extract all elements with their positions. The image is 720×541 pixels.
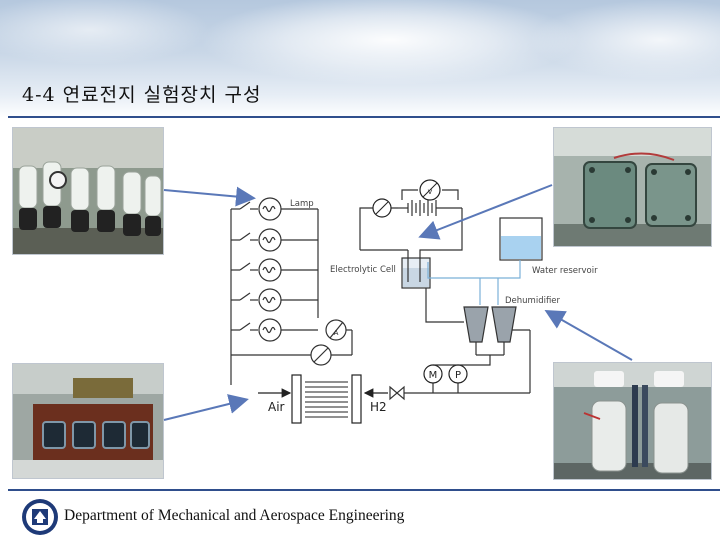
slide-title: 4-4 연료전지 실험장치 구성 — [22, 84, 262, 106]
label-water-reservoir: Water reservoir — [532, 266, 598, 276]
label-h2: H2 — [370, 400, 387, 414]
water-reservoir — [499, 217, 543, 261]
meter-m-label: M — [429, 370, 438, 381]
arrow-load-board — [163, 394, 249, 421]
ammeter-label: A — [334, 329, 339, 337]
university-seal-icon — [20, 497, 60, 537]
hydrogen-line — [389, 329, 531, 401]
lamp-row — [231, 197, 318, 221]
label-electrolytic-cell: Electrolytic Cell — [330, 265, 396, 275]
arrow-fuel-cell — [418, 184, 553, 240]
lamp-bank — [230, 197, 353, 356]
voltmeter-label: V — [428, 188, 433, 196]
arrow-lamps — [163, 186, 256, 207]
voltmeter-load — [230, 344, 332, 385]
electrolysis-circuit — [359, 189, 463, 262]
arrow-electrolysis — [544, 310, 633, 361]
label-air: Air — [268, 400, 285, 414]
photo-fuel-cell-stacks — [553, 127, 712, 247]
footer-department: Department of Mechanical and Aerospace E… — [64, 507, 405, 524]
label-lamp: Lamp — [290, 199, 314, 209]
fuel-cell-stack — [291, 374, 362, 424]
photo-lamp-array — [12, 127, 164, 255]
header-background — [0, 0, 720, 118]
flow-meters: M P — [423, 364, 468, 384]
meter-p-label: P — [455, 370, 461, 381]
label-dehumidifier: Dehumidifier — [505, 296, 561, 306]
title-underline — [8, 116, 720, 118]
photo-electrolysis-unit — [553, 362, 712, 480]
dehumidifiers — [463, 306, 517, 355]
photo-load-board — [12, 363, 164, 479]
footer-rule — [8, 489, 720, 491]
electrolytic-cell — [401, 257, 431, 289]
pointer-arrows — [163, 184, 633, 421]
water-lines — [427, 260, 521, 305]
